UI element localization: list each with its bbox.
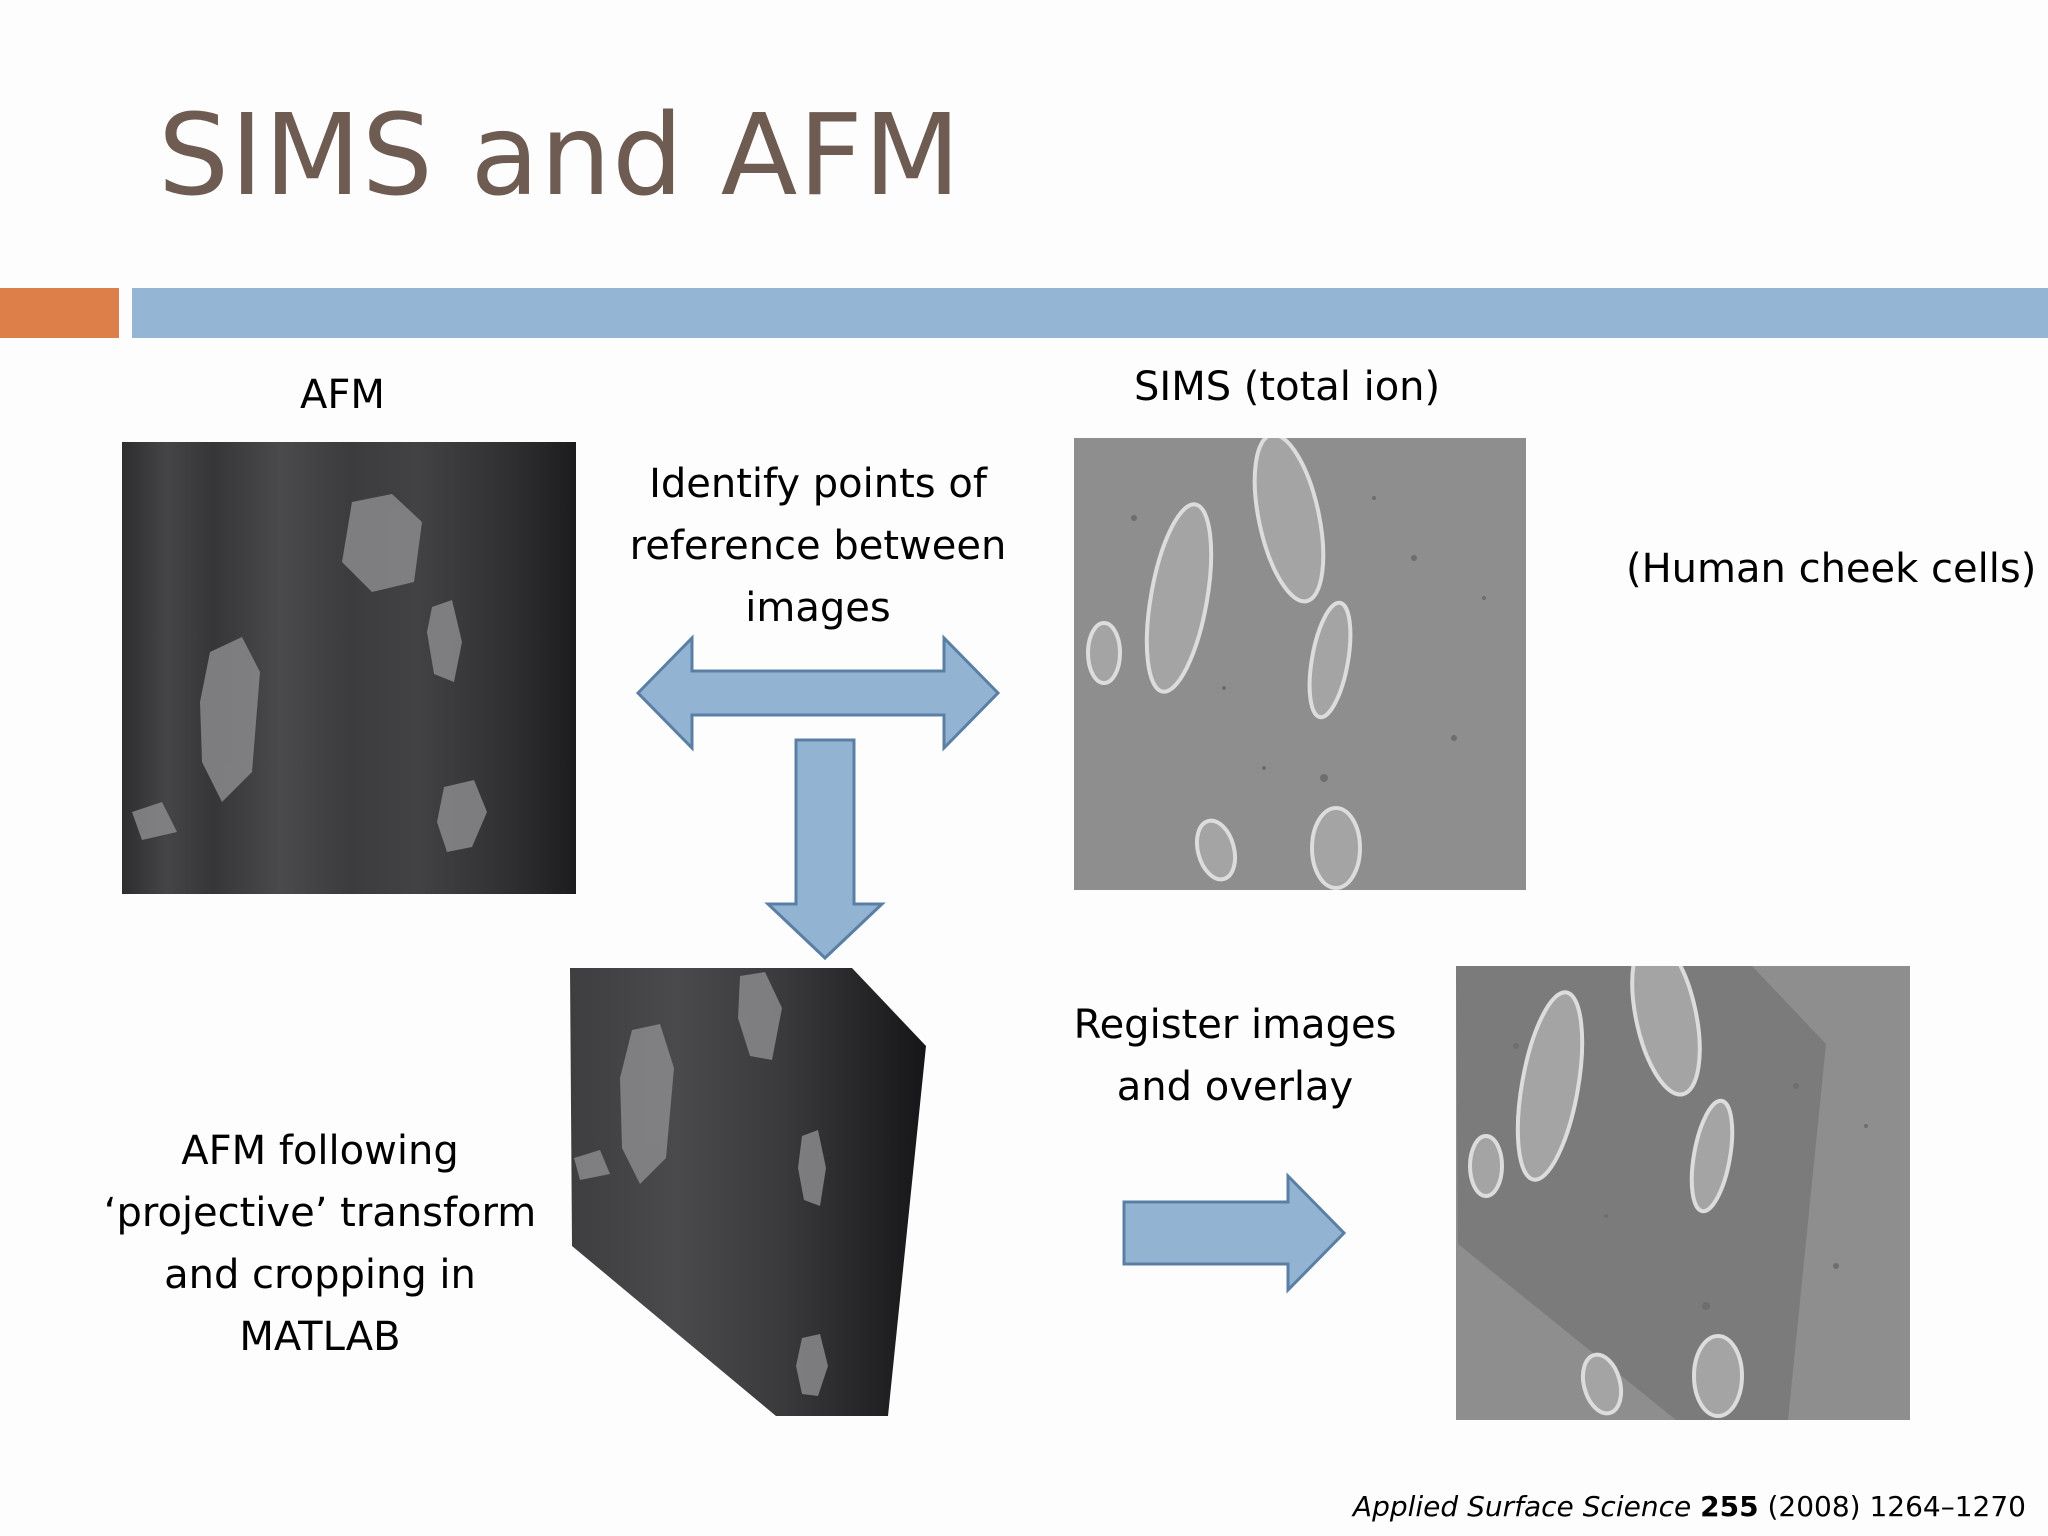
transform-line: AFM following	[100, 1120, 540, 1182]
citation-journal: Applied Surface Science	[1353, 1490, 1691, 1523]
down-arrow-icon	[764, 736, 886, 962]
citation: Applied Surface Science 255 (2008) 1264–…	[1353, 1490, 2026, 1523]
transform-text: AFM following ‘projective’ transform and…	[100, 1120, 540, 1368]
citation-volume: 255	[1700, 1490, 1758, 1523]
register-text: Register images and overlay	[1060, 994, 1410, 1118]
cheek-cells-note: (Human cheek cells)	[1626, 538, 2036, 600]
afm-transformed-image	[570, 968, 930, 1416]
register-line: and overlay	[1060, 1056, 1410, 1118]
accent-bar-orange	[0, 288, 119, 338]
identify-line: Identify points of	[618, 453, 1018, 515]
afm-label: AFM	[300, 364, 385, 426]
identify-text: Identify points of reference between ima…	[618, 453, 1018, 639]
accent-bar-blue	[132, 288, 2048, 338]
transform-line: and cropping in	[100, 1244, 540, 1306]
transform-line: ‘projective’ transform	[100, 1182, 540, 1244]
double-arrow-icon	[634, 634, 1002, 752]
identify-line: images	[618, 577, 1018, 639]
sims-label: SIMS (total ion)	[1134, 356, 1440, 418]
identify-line: reference between	[618, 515, 1018, 577]
citation-year-pages: (2008) 1264–1270	[1767, 1490, 2026, 1523]
slide-title: SIMS and AFM	[158, 100, 961, 212]
sims-image	[1074, 438, 1526, 890]
overlay-image	[1456, 966, 1910, 1420]
transform-line: MATLAB	[100, 1306, 540, 1368]
afm-image	[122, 442, 576, 894]
register-line: Register images	[1060, 994, 1410, 1056]
right-arrow-icon	[1120, 1172, 1350, 1294]
